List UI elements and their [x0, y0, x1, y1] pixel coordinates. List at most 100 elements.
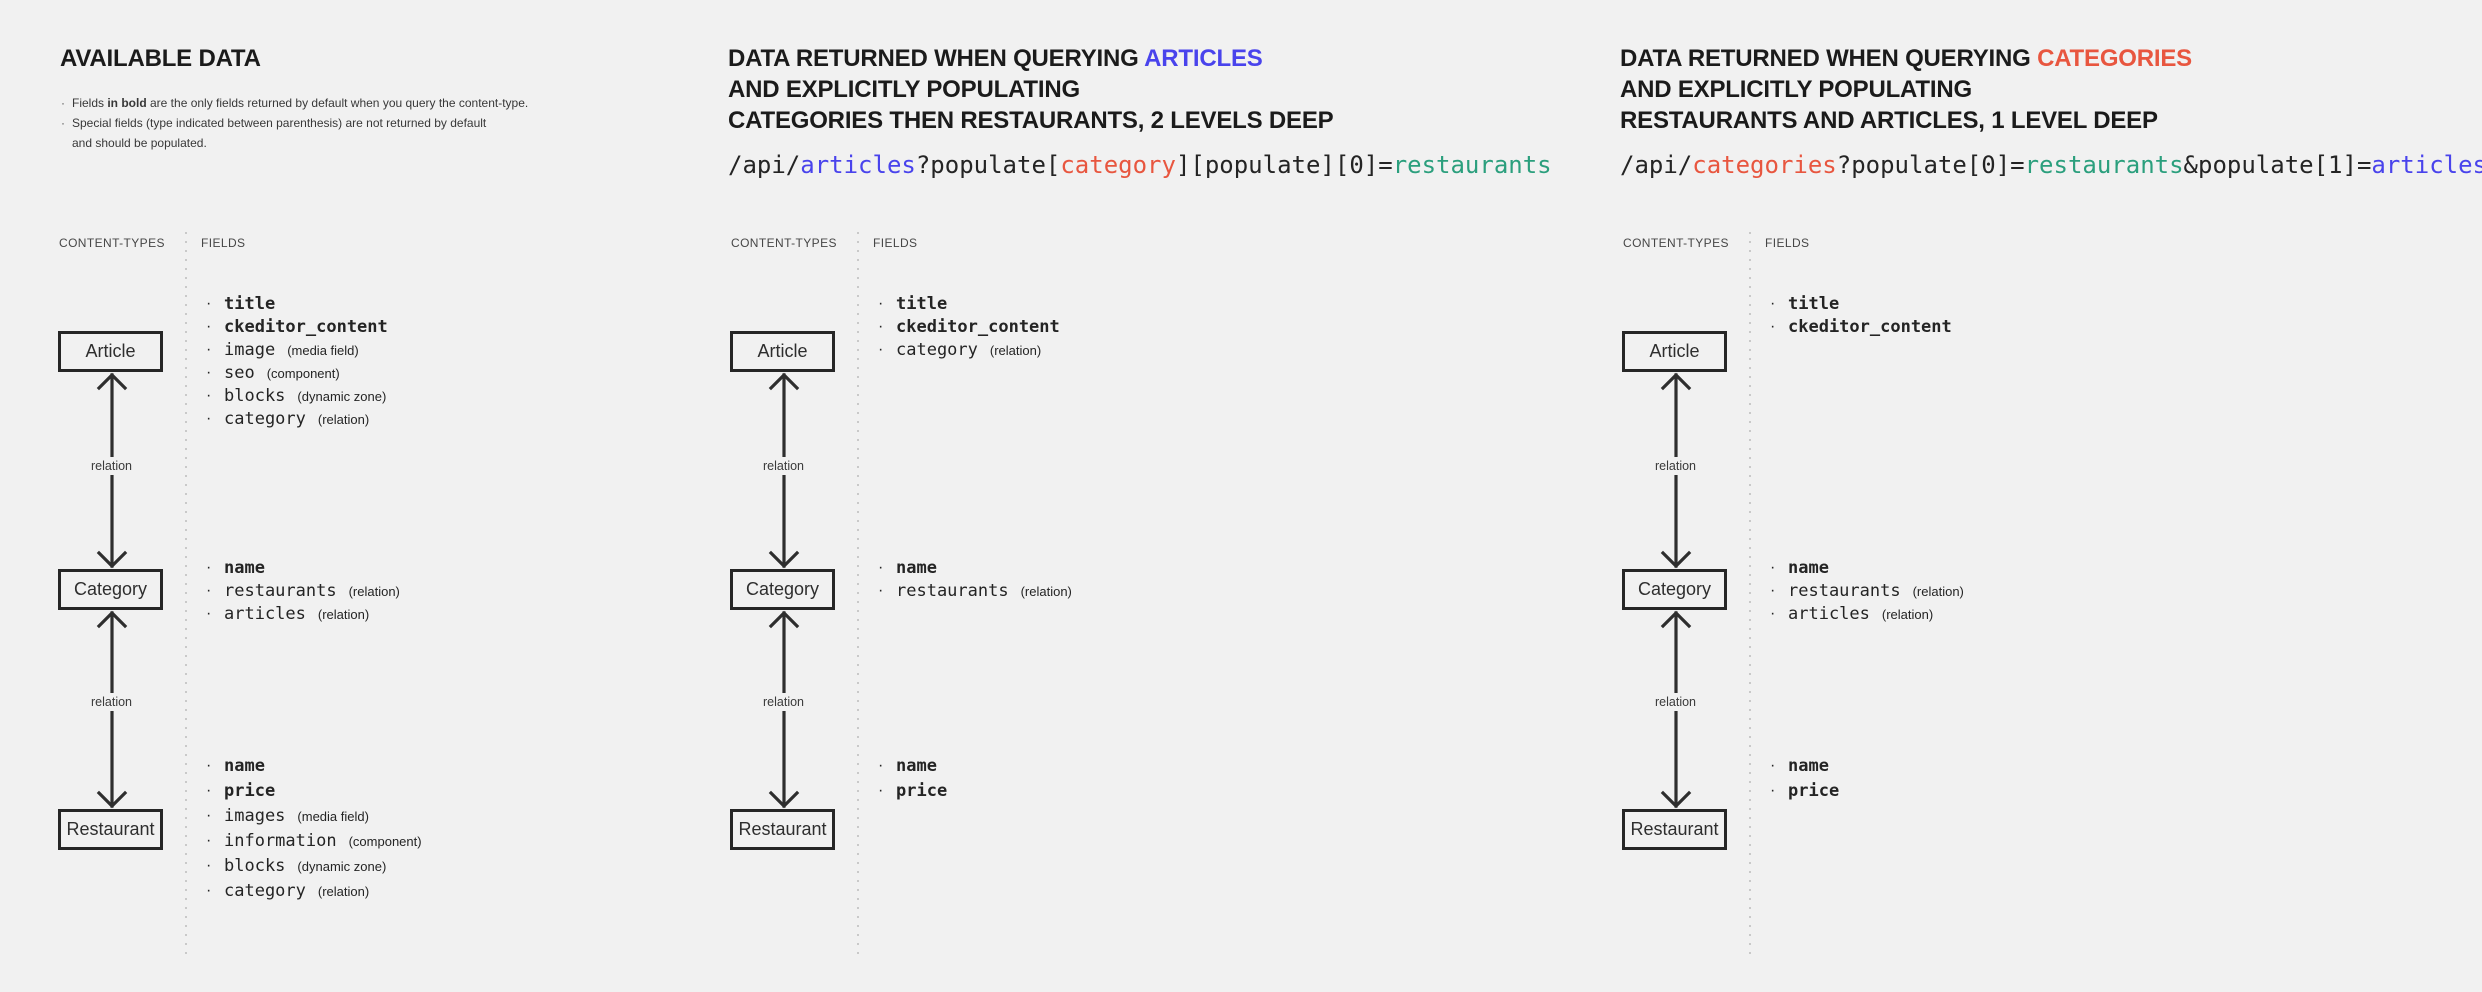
text-segment: are the only fields returned by default …: [146, 96, 529, 110]
field-name: articles: [224, 604, 306, 624]
content-type-box-category: Category: [58, 569, 163, 610]
field-item: ·name: [1770, 557, 1964, 580]
text-segment: &populate[1]=: [2183, 151, 2372, 179]
field-name: title: [1788, 294, 1840, 314]
fields-list-category: ·name·restaurants(relation)·articles(rel…: [206, 557, 400, 626]
title-line: AND EXPLICITLY POPULATING: [1620, 74, 2192, 105]
note-item: Special fields (type indicated between p…: [60, 113, 528, 153]
text-segment: ][populate][0]=: [1175, 151, 1393, 179]
field-name: title: [896, 294, 948, 314]
title-line: DATA RETURNED WHEN QUERYING CATEGORIES: [1620, 43, 2192, 74]
field-item: · images (media field): [206, 804, 422, 829]
text-segment: DATA RETURNED WHEN QUERYING: [1620, 45, 2038, 72]
fields-divider: [185, 232, 187, 958]
fields-list-category: ·name·restaurants(relation): [878, 557, 1072, 603]
api-url-categories: /api/categories?populate[0]=restaurants&…: [1620, 152, 2482, 178]
bullet-icon: ·: [1770, 757, 1776, 774]
fields-list-article: ·title·ckeditor_content·image(media fiel…: [206, 293, 388, 431]
field-name: images: [224, 806, 286, 826]
title-line: AVAILABLE DATA: [60, 43, 528, 74]
field-name: image: [224, 340, 276, 360]
text-segment: categories: [1692, 151, 1837, 179]
bullet-icon: ·: [206, 341, 212, 358]
field-name: restaurants: [1788, 581, 1901, 601]
field-type: (relation): [989, 342, 1042, 358]
field-item: ·name: [206, 754, 422, 779]
field-type: (dynamic zone): [297, 388, 387, 404]
field-item: ·articles(relation): [206, 603, 400, 626]
field-name: price: [224, 781, 276, 801]
fields-list-article: · title·ckeditor_content: [1770, 293, 1952, 339]
bullet-icon: ·: [1770, 782, 1776, 799]
content-types-label: CONTENT-TYPES: [731, 236, 837, 250]
field-item: ·ckeditor_content: [878, 316, 1060, 339]
field-item: · category (relation): [206, 879, 422, 904]
bullet-icon: ·: [878, 341, 884, 358]
field-name: category: [224, 409, 306, 429]
text-segment: and should be populated.: [72, 136, 207, 150]
fields-divider: [857, 232, 859, 958]
field-name: restaurants: [224, 581, 337, 601]
bullet-icon: ·: [878, 757, 884, 774]
field-item: ·price: [878, 779, 947, 804]
content-type-box-category: Category: [730, 569, 835, 610]
bullet-icon: ·: [1770, 295, 1776, 312]
bullet-icon: ·: [1770, 318, 1776, 335]
bullet-icon: ·: [206, 387, 212, 404]
field-item: · name: [1770, 754, 1839, 779]
available-data-notes: Fields in bold are the only fields retur…: [60, 93, 528, 153]
text-segment: restaurants: [1392, 151, 1552, 179]
relation-label: relation: [758, 693, 809, 711]
field-name: price: [1788, 781, 1840, 801]
field-item: · image (media field): [206, 339, 388, 362]
field-item: ·title: [878, 293, 1060, 316]
fields-divider: [1749, 232, 1751, 958]
field-name: information: [224, 831, 337, 851]
title-line: DATA RETURNED WHEN QUERYING ARTICLES: [728, 43, 1333, 74]
note-item: Fields in bold are the only fields retur…: [60, 93, 528, 113]
field-type: (dynamic zone): [297, 858, 387, 874]
text-segment: DATA RETURNED WHEN QUERYING: [728, 45, 1145, 72]
field-name: restaurants: [896, 581, 1009, 601]
bullet-icon: ·: [206, 364, 212, 381]
bullet-icon: ·: [206, 582, 212, 599]
field-item: · title: [1770, 293, 1952, 316]
field-item: ·information(component): [206, 829, 422, 854]
content-types-label: CONTENT-TYPES: [59, 236, 165, 250]
text-segment: articles: [2371, 151, 2482, 179]
relation-label: relation: [1650, 457, 1701, 475]
field-type: (media field): [297, 808, 369, 824]
field-item: ·restaurants(relation): [878, 580, 1072, 603]
field-item: ·category(relation): [206, 408, 388, 431]
content-type-box-article: Article: [730, 331, 835, 372]
text-segment: AND EXPLICITLY POPULATING: [1620, 76, 1972, 103]
bullet-icon: ·: [206, 807, 212, 824]
bullet-icon: ·: [206, 882, 212, 899]
field-item: · price: [1770, 779, 1839, 804]
field-type: (relation): [1020, 583, 1072, 599]
field-type: (media field): [287, 342, 359, 358]
bullet-icon: ·: [206, 757, 212, 774]
content-type-box-restaurant: Restaurant: [1622, 809, 1727, 850]
field-type: (relation): [1881, 606, 1934, 622]
text-segment: category: [1060, 151, 1176, 179]
bullet-icon: ·: [1770, 582, 1776, 599]
bullet-icon: ·: [206, 782, 212, 799]
field-name: name: [1788, 756, 1829, 776]
field-type: (component): [266, 365, 340, 381]
field-item: ·ckeditor_content: [1770, 316, 1952, 339]
text-segment: ?populate[0]=: [1836, 151, 2025, 179]
bullet-icon: ·: [878, 782, 884, 799]
field-type: (relation): [317, 883, 370, 899]
field-item: ·restaurants(relation): [206, 580, 400, 603]
text-segment: AND EXPLICITLY POPULATING: [728, 76, 1080, 103]
field-type: (relation): [317, 411, 370, 427]
field-item: ·category(relation): [878, 339, 1060, 362]
field-name: category: [224, 881, 306, 901]
fields-list-article: ·title·ckeditor_content·category(relatio…: [878, 293, 1060, 362]
fields-label: FIELDS: [201, 236, 246, 250]
bullet-icon: ·: [878, 318, 884, 335]
